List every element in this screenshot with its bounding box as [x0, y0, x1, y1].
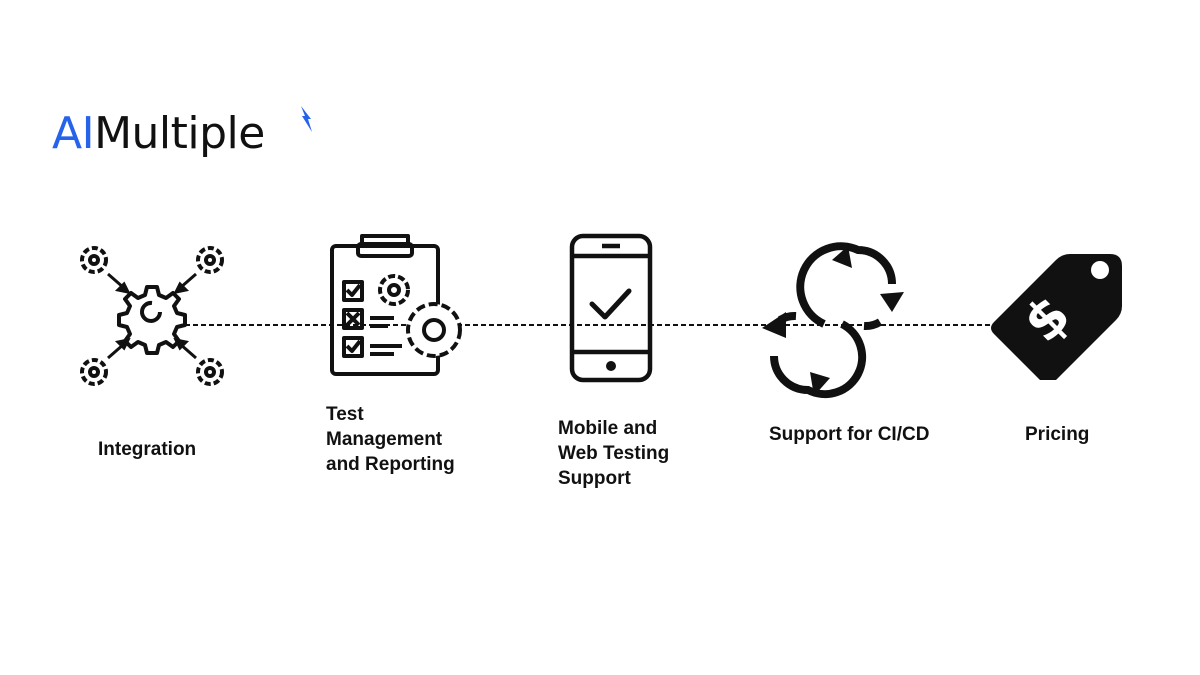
logo-spark-icon [301, 106, 312, 132]
logo-prefix: AI [52, 108, 95, 159]
clipboard-checklist-gear-icon [330, 234, 462, 376]
step-label-cicd: Support for CI/CD [769, 424, 930, 445]
step-label-integration: Integration [98, 439, 197, 460]
aimultiple-logo: AIMultiple [52, 112, 265, 156]
gears-integration-icon [80, 246, 224, 386]
logo-suffix: Multiple [94, 108, 265, 159]
step-label-pricing: Pricing [1025, 424, 1090, 445]
step-label-test-management: Test Management and Reporting [326, 404, 455, 475]
dollar-price-tag-icon: $ [991, 254, 1122, 380]
step-label-mobile-web: Mobile and Web Testing Support [558, 418, 670, 489]
smartphone-checkmark-icon [569, 233, 653, 383]
cycle-arrows-icon [762, 242, 904, 399]
